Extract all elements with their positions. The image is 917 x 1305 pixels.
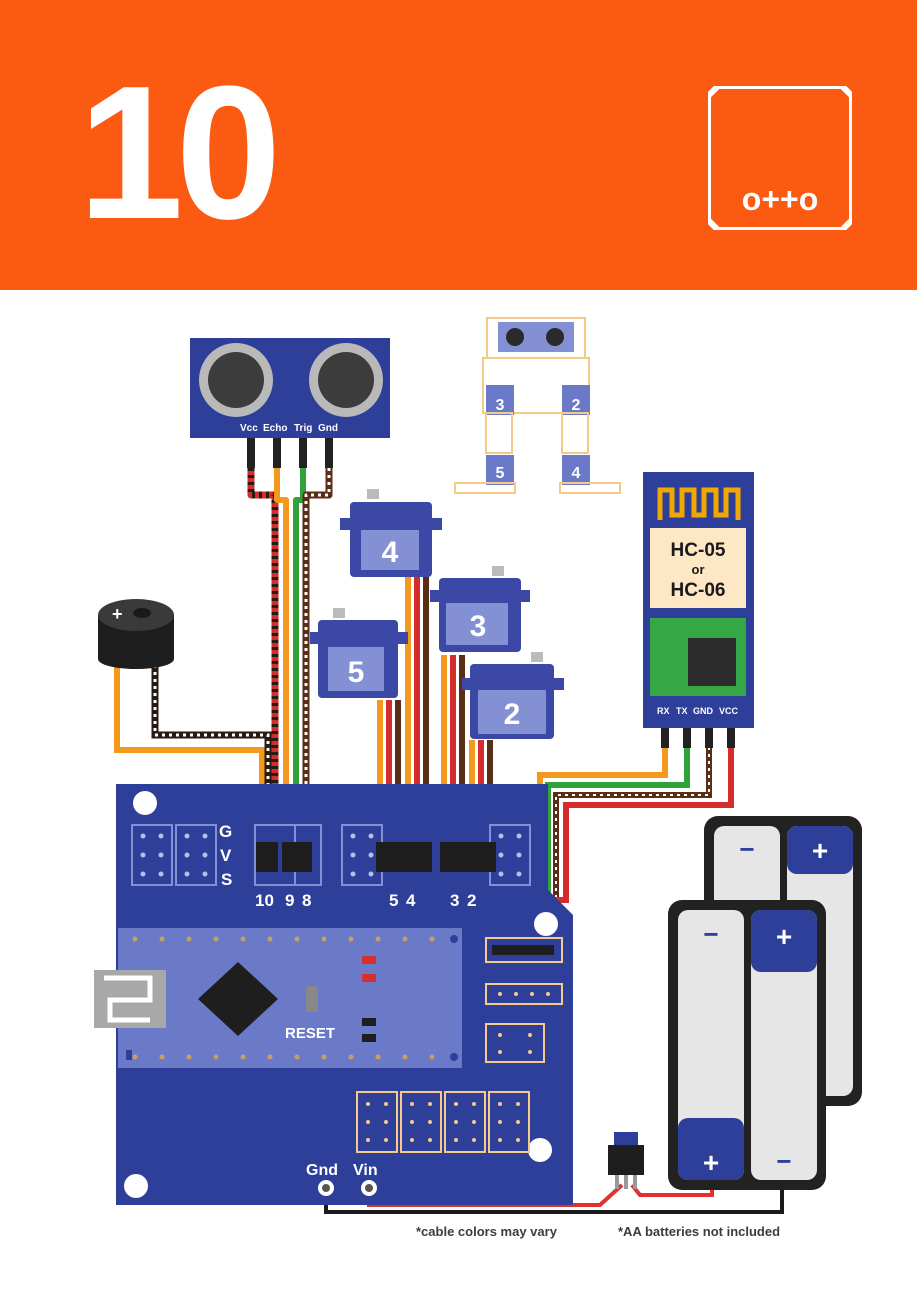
- pin-number-4: 4: [406, 891, 416, 910]
- mini-servo-label-2: 2: [572, 397, 581, 414]
- pin-label-echo: Echo: [263, 423, 287, 434]
- battery-back-plus-2: +: [812, 835, 828, 866]
- pin-number-8: 8: [302, 891, 311, 910]
- power-label-gnd: Gnd: [306, 1162, 338, 1179]
- wiring-diagram: Vcc Echo Trig Gnd 3 2 5 4 4: [94, 317, 862, 1214]
- otto-logo: o++o: [708, 86, 852, 230]
- bluetooth-name-line2: or: [692, 562, 705, 577]
- mini-servo-label-4: 4: [572, 465, 581, 482]
- battery-front-minus-2: −: [776, 1146, 791, 1176]
- buzzer-plus-label: +: [112, 604, 123, 624]
- step-number: 10: [78, 47, 281, 259]
- mini-robot-diagram: 3 2 5 4: [454, 317, 621, 494]
- servo-5: 5: [310, 608, 408, 698]
- shield-board: G V S 10 9 8 5 4 3 2: [94, 784, 573, 1205]
- servo-label-4: 4: [382, 536, 399, 569]
- pin-number-9: 9: [285, 891, 294, 910]
- batteries-note: *AA batteries not included: [618, 1224, 781, 1239]
- pin-number-5: 5: [389, 891, 398, 910]
- servo-label-2: 2: [504, 698, 521, 731]
- power-switch[interactable]: [608, 1132, 644, 1189]
- bt-pin-rx: RX: [657, 706, 670, 716]
- mini-servo-label-3: 3: [496, 397, 505, 414]
- usb-connector: [94, 970, 166, 1028]
- bt-pin-tx: TX: [676, 706, 688, 716]
- gvs-label-g: G: [219, 822, 232, 841]
- bluetooth-module: HC-05 or HC-06 RX TX GND VCC: [643, 472, 754, 748]
- servo-4: 4: [340, 489, 442, 577]
- battery-pack-front: − + + −: [668, 900, 826, 1190]
- reset-label: RESET: [285, 1025, 335, 1042]
- servo-3: 3: [430, 566, 530, 652]
- battery-back-minus-1: −: [739, 834, 754, 864]
- mini-servo-label-5: 5: [496, 465, 505, 482]
- cable-colors-note: *cable colors may vary: [416, 1224, 557, 1239]
- pin-label-vcc: Vcc: [240, 423, 258, 434]
- battery-front-plus-1: +: [703, 1147, 719, 1178]
- bt-pin-gnd: GND: [693, 706, 714, 716]
- bluetooth-name-line1: HC-05: [671, 540, 726, 561]
- servo-2: 2: [462, 652, 564, 739]
- pin-label-gnd: Gnd: [318, 423, 338, 434]
- bt-pin-vcc: VCC: [719, 706, 739, 716]
- battery-front-minus-1: −: [703, 919, 718, 949]
- gvs-label-s: S: [221, 870, 232, 889]
- servo-label-5: 5: [348, 656, 365, 689]
- bluetooth-name-line3: HC-06: [671, 580, 726, 601]
- buzzer: +: [98, 599, 174, 669]
- ultrasonic-sensor: Vcc Echo Trig Gnd: [190, 338, 390, 468]
- gvs-label-v: V: [220, 846, 232, 865]
- header-banner: 10 o++o: [0, 0, 917, 290]
- ultrasonic-wires: [247, 440, 333, 860]
- servo-label-3: 3: [470, 610, 487, 643]
- pin-label-trig: Trig: [294, 423, 312, 434]
- pin-number-2: 2: [467, 891, 476, 910]
- pin-number-10: 10: [255, 891, 274, 910]
- logo-text: o++o: [742, 181, 818, 217]
- battery-front-plus-2: +: [776, 921, 792, 952]
- power-label-vin: Vin: [353, 1162, 378, 1179]
- pin-number-3: 3: [450, 891, 459, 910]
